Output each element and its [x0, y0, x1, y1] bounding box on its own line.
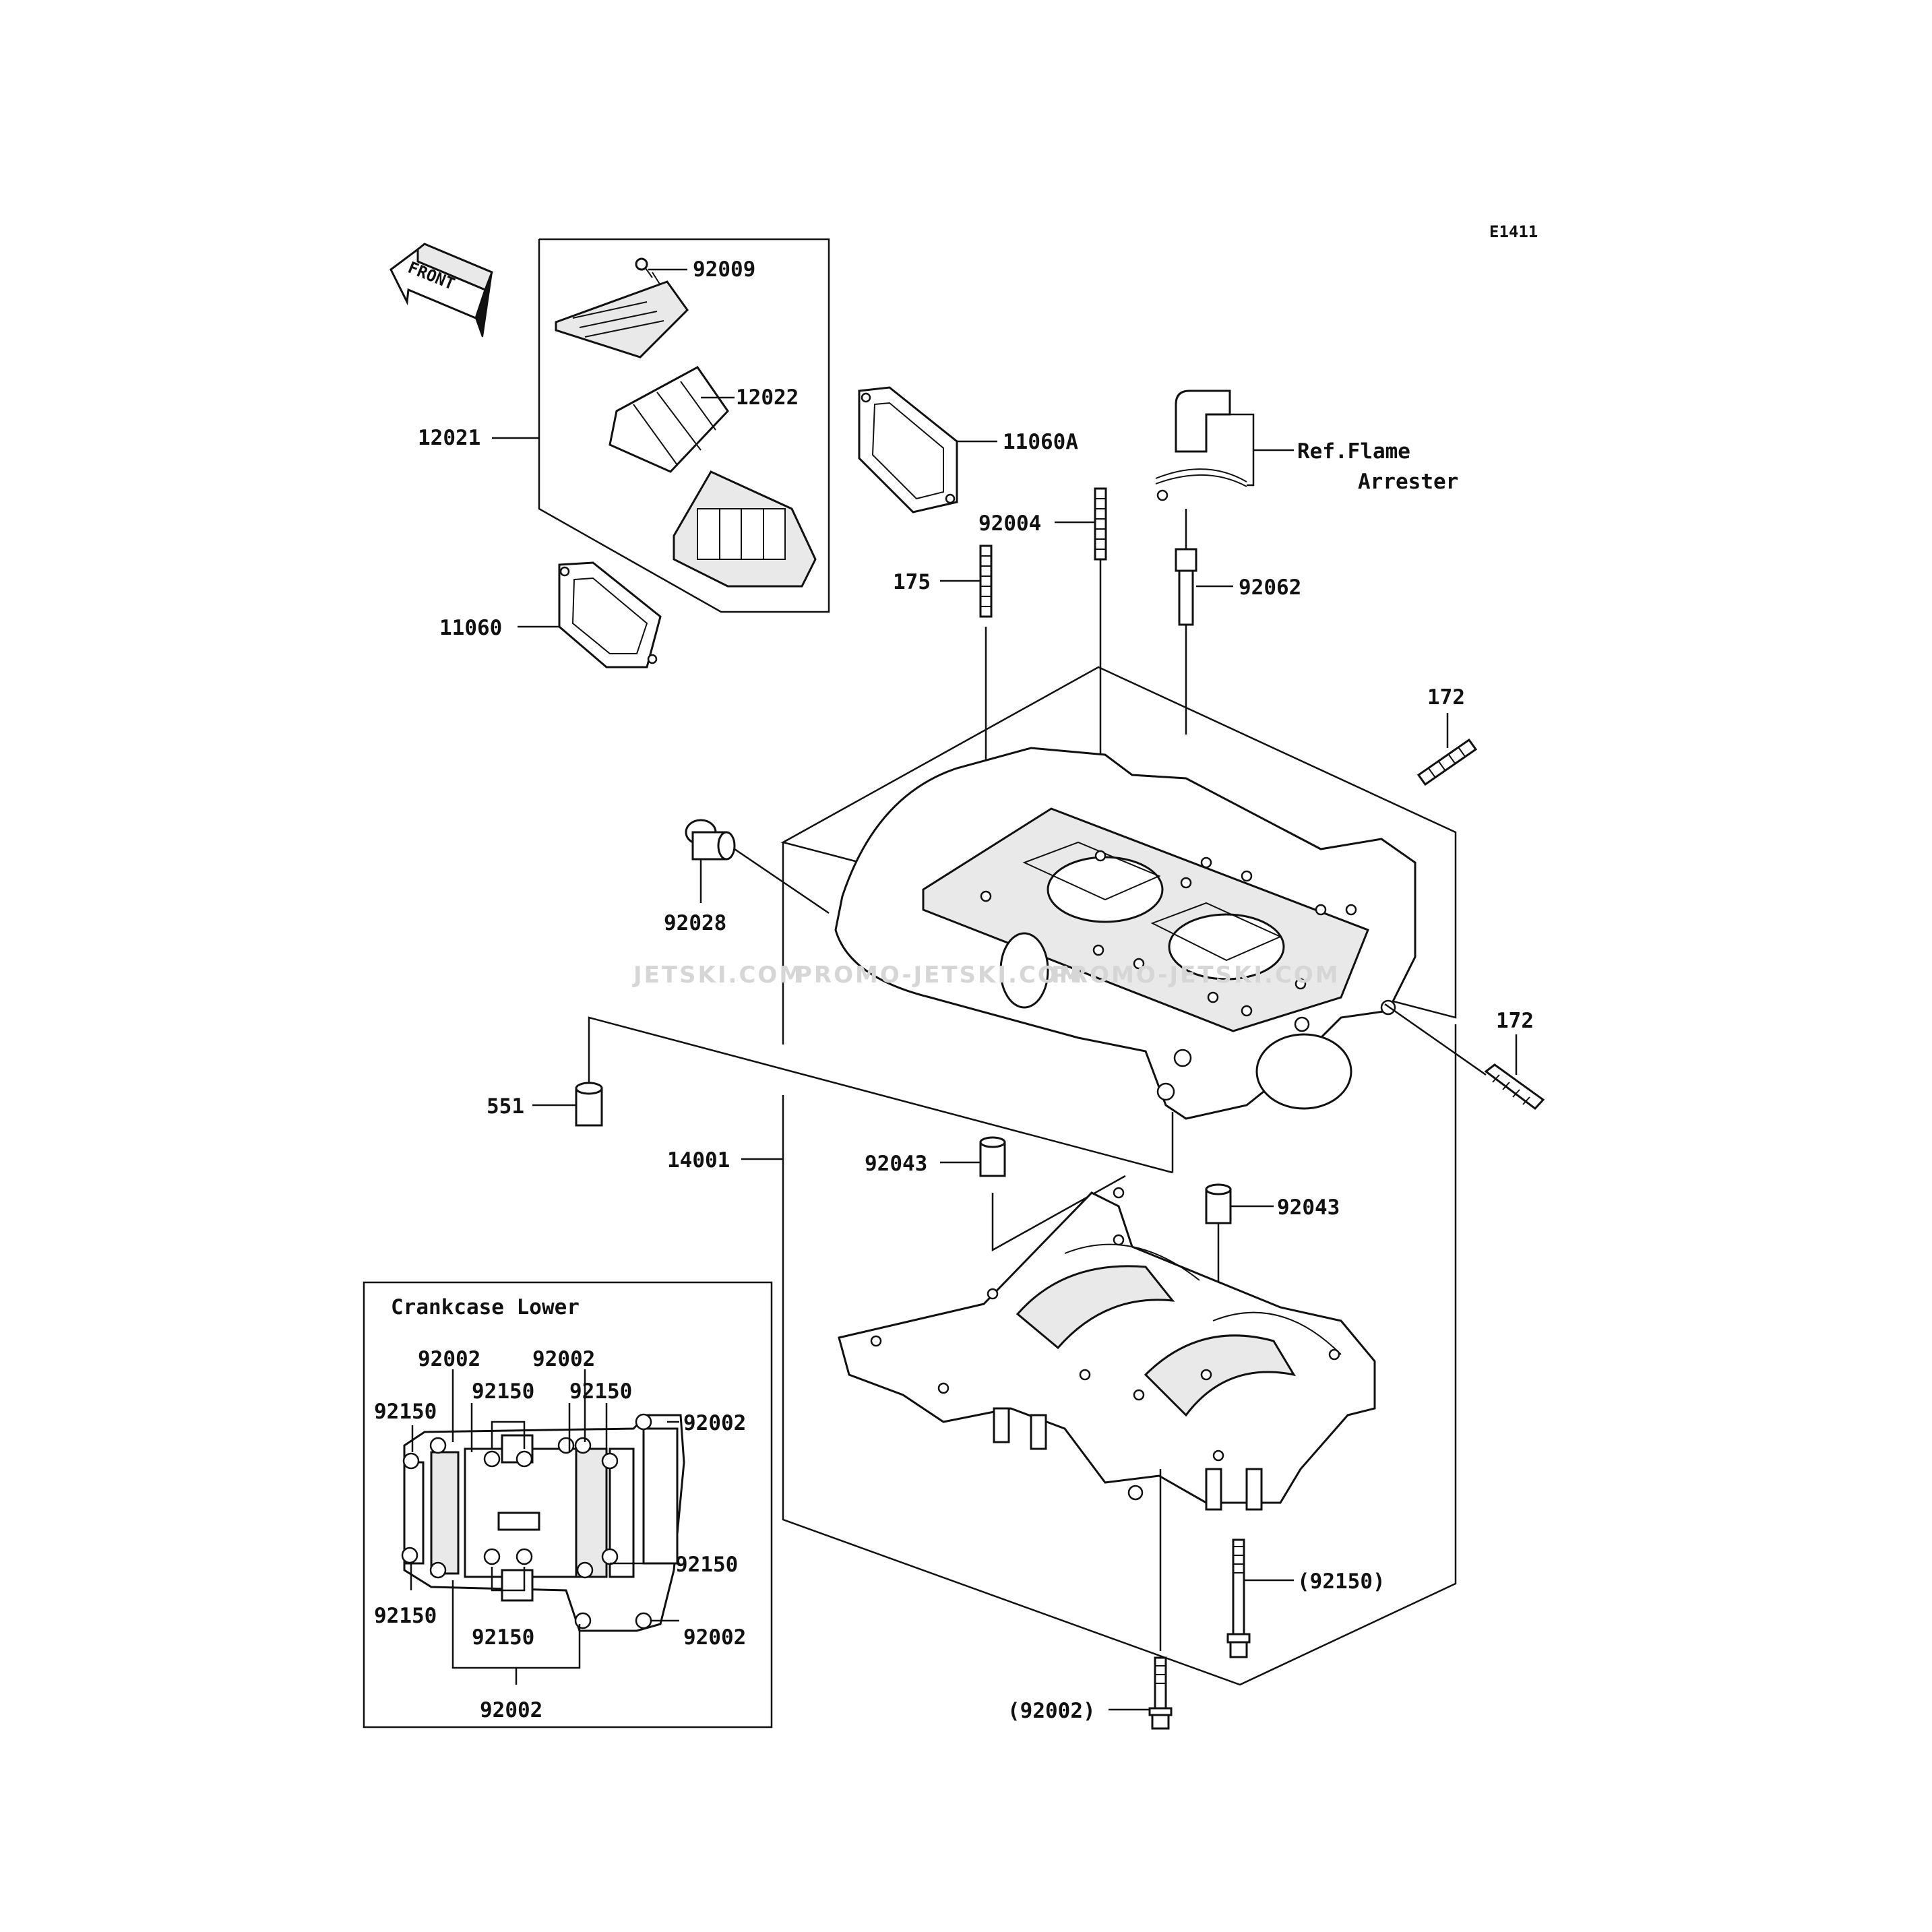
- gasket-11060a: [858, 386, 958, 513]
- inset-title: Crankcase Lower: [391, 1295, 580, 1319]
- inset-label-h: 92150: [374, 1604, 437, 1628]
- label-11060: 11060: [439, 616, 502, 640]
- label-172-mid: 172: [1496, 1009, 1534, 1033]
- label-92028: 92028: [664, 911, 726, 935]
- gasket-11060: [558, 561, 662, 668]
- inset-label-j: 92002: [683, 1625, 746, 1650]
- label-172-top: 172: [1427, 685, 1465, 710]
- inset-label-f: 92002: [683, 1411, 746, 1435]
- stud-175: [979, 544, 993, 618]
- dowel-92043-left: [979, 1136, 1006, 1177]
- lower-holes: [870, 1187, 1340, 1501]
- watermark-3: PROMO-JETSKI.COM: [1051, 962, 1340, 989]
- front-arrow-icon: FRONT: [389, 243, 493, 338]
- inset-label-g: 92150: [675, 1553, 738, 1577]
- lower-crankcase: [838, 1187, 1376, 1511]
- screw-icon: [635, 257, 653, 278]
- label-12022: 12022: [736, 385, 799, 410]
- reed-petals: [609, 366, 729, 473]
- label-92043-b: 92043: [1277, 1195, 1340, 1220]
- bolt-92002: [1148, 1656, 1173, 1730]
- reed-valve-kit-box: [492, 238, 830, 613]
- inset-label-e: 92150: [374, 1400, 437, 1424]
- label-92004: 92004: [978, 511, 1041, 536]
- inset-label-k: 92002: [480, 1698, 542, 1722]
- watermark-1: JETSKI.COM: [632, 962, 804, 989]
- dowel-551: [575, 1082, 603, 1127]
- deck-surface: [922, 807, 1369, 1032]
- label-92043-a: 92043: [865, 1152, 927, 1176]
- bolt-92150: [1226, 1538, 1251, 1658]
- inset-label-c: 92150: [472, 1379, 534, 1404]
- label-92150-paren: (92150): [1297, 1569, 1385, 1594]
- inset-bolt-holes: [401, 1413, 652, 1629]
- crankcase-lower-inset: Crankcase Lower: [363, 1281, 773, 1728]
- flame-arrester-hose-icon: [1155, 389, 1247, 501]
- stud-172-upper: [1416, 738, 1478, 786]
- ref-note-line2: Arrester: [1358, 470, 1458, 494]
- label-11060a: 11060A: [1003, 430, 1078, 454]
- inset-label-a: 92002: [418, 1347, 480, 1371]
- stud-172-lower: [1484, 1063, 1545, 1111]
- inset-label-b: 92002: [532, 1347, 595, 1371]
- ref-note-line1: Ref.Flame: [1297, 439, 1410, 464]
- plug-92028: [685, 819, 736, 861]
- figure-code: E1411: [1489, 222, 1538, 241]
- label-175: 175: [893, 570, 931, 594]
- stud-92004: [1094, 487, 1107, 561]
- label-92062: 92062: [1239, 575, 1301, 600]
- dowel-92043-right: [1205, 1183, 1232, 1224]
- watermark-2: PROMO-JETSKI.COM: [795, 962, 1084, 989]
- label-92009: 92009: [693, 257, 755, 282]
- reed-stopper: [555, 280, 689, 359]
- inset-label-d: 92150: [569, 1379, 632, 1404]
- upper-crankcase: [780, 666, 1457, 1120]
- inset-label-i: 92150: [472, 1625, 534, 1650]
- label-92002-paren: (92002): [1007, 1699, 1096, 1723]
- fitting-92062: [1175, 548, 1197, 626]
- label-551: 551: [487, 1094, 524, 1119]
- deck-holes: [980, 850, 1357, 1017]
- label-12021: 12021: [418, 426, 480, 450]
- label-14001: 14001: [667, 1148, 730, 1173]
